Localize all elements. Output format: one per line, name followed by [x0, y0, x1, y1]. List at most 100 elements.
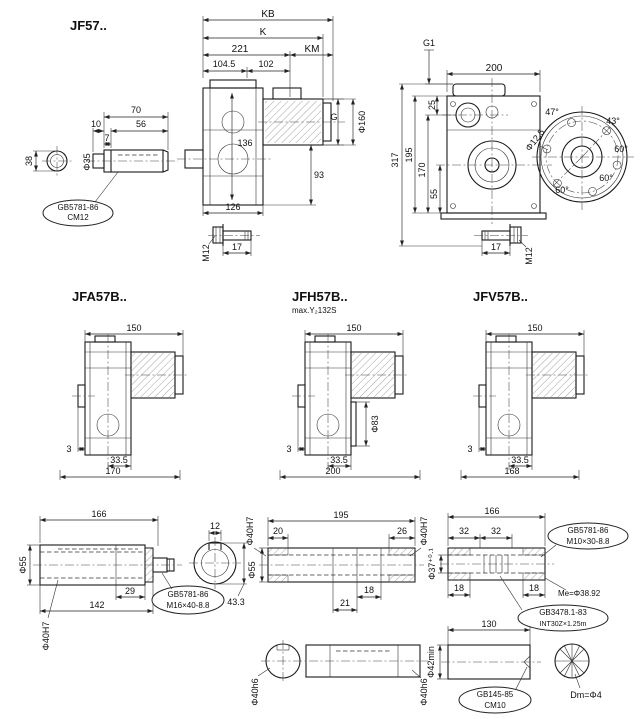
callout-spline-line1: GB3478.1-83: [539, 608, 587, 617]
view-jfv57b: JFV57B.. 150 3: [460, 289, 589, 480]
side-flange-geometry: [532, 106, 634, 210]
dm-dim-20: 20: [273, 526, 283, 536]
dm-dim-phi40h7-right: Φ40H7: [419, 517, 429, 546]
dim-g1: G1: [423, 38, 435, 48]
detail-middle-solid-shaft: [257, 640, 428, 682]
jfa-dim-170: 170: [105, 466, 120, 476]
angle-60b: 60°: [599, 173, 613, 183]
detail-left-section-circle: [189, 530, 247, 597]
jfv-geometry: [460, 330, 589, 480]
angle-47: 47°: [545, 107, 559, 117]
dl-dim-166: 166: [91, 509, 106, 519]
view-jfh57b: JFH57B.. max.Y₂132S: [279, 289, 421, 480]
dim-km: KM: [305, 44, 320, 55]
callout-spline-line2: INT30Z×1.25m: [540, 621, 587, 628]
jfa-dim-3: 3: [66, 444, 71, 454]
detail-shaft-right: 166 32 32 GB5781-86 M10×30-8.8 Φ37⁺⁰·¹ 1…: [426, 506, 629, 714]
jfa-geometry: [59, 330, 188, 480]
dim-38: 38: [24, 156, 34, 166]
dim-102: 102: [258, 59, 273, 69]
callout-balloon-spline: [517, 604, 609, 632]
dr-dim-18a: 18: [454, 583, 464, 593]
dr-dim-phi37: Φ37⁺⁰·¹: [427, 548, 437, 580]
dm-dim-phi40h7-left: Φ40H7: [245, 517, 255, 546]
callout-m16-line2: M16×40-8.8: [167, 601, 210, 610]
dr-dim-32a: 32: [459, 526, 469, 536]
series-title-jf57: JF57..: [70, 18, 107, 33]
jfh-note: max.Y₂132S: [292, 306, 336, 315]
dim-m12-front: M12: [201, 244, 211, 262]
view-jf57-front: KB K 221 KM 104.5 102 G Φ160 136 93 126: [177, 9, 367, 262]
jfv-dim-3: 3: [467, 444, 472, 454]
jfa-dim-33-5: 33.5: [110, 455, 128, 465]
series-title-jfa57b: JFA57B..: [72, 289, 127, 304]
dm-dim-phi40h6-left: Φ40h6: [250, 678, 260, 705]
dim-200: 200: [486, 63, 503, 74]
dl-dim-phi40h7: Φ40H7: [41, 622, 51, 651]
jfh-dim-150: 150: [346, 323, 361, 333]
callout-balloon-cm10: [458, 686, 532, 714]
detail-shaft-middle: 195 20 26 Φ40H7 Φ40H7 Φ55 18 21 Φ40h6 Φ4…: [245, 510, 429, 706]
dm-dim-phi55: Φ55: [247, 561, 257, 578]
dm-dim-21: 21: [340, 598, 350, 608]
front-body-geometry: [177, 79, 345, 206]
angle-43: 43°: [606, 116, 620, 126]
dim-126: 126: [225, 202, 240, 212]
callout-cm10-line1: GB145-85: [477, 690, 514, 699]
dim-17-side: 17: [491, 242, 501, 252]
callout-m16-line1: GB5781-86: [168, 590, 209, 599]
jfh-dim-200: 200: [325, 466, 340, 476]
side-mounting-bolt: [474, 224, 528, 256]
dim-kb: KB: [261, 9, 275, 20]
dr-dim-166: 166: [484, 506, 499, 516]
angle-60c: 60°: [555, 185, 569, 195]
jfh-dim-33-5: 33.5: [330, 455, 348, 465]
dr-dim-32b: 32: [491, 526, 501, 536]
callout-cm12-line2: CM12: [67, 213, 89, 222]
jfv-dim-168: 168: [504, 466, 519, 476]
view-jfa57b: JFA57B.. 150 3: [59, 289, 188, 480]
front-mounting-bolt: [208, 224, 260, 256]
dim-k: K: [260, 27, 267, 38]
detail-middle-geometry: [253, 517, 424, 613]
dim-g: G: [330, 112, 337, 122]
dim-55: 55: [429, 189, 439, 199]
callout-cm10-line2: CM10: [484, 701, 506, 710]
dim-m12-side: M12: [524, 247, 534, 265]
dim-317: 317: [390, 152, 400, 167]
jfa-dim-150: 150: [126, 323, 141, 333]
dl-dim-phi55: Φ55: [18, 556, 28, 573]
dim-104-5: 104.5: [213, 59, 236, 69]
dl-dim-43-3: 43.3: [227, 597, 245, 607]
dim-221: 221: [232, 44, 249, 55]
jfh-dim-phi83: Φ83: [370, 415, 380, 432]
dm-dim-phi40h6-right: Φ40h6: [419, 678, 429, 705]
jfv-dim-150: 150: [527, 323, 542, 333]
dl-dim-12: 12: [210, 521, 220, 531]
view-jf57-shaft-end: JF57.. 38 70 56 10 7 Φ35: [24, 18, 178, 227]
detail-right-geometry: [438, 513, 567, 598]
dm-dim-18: 18: [364, 585, 374, 595]
dr-dim-130: 130: [481, 619, 496, 629]
dim-17-front: 17: [232, 242, 242, 252]
front-extension-lines: [202, 16, 334, 101]
contact-pattern-circle: [554, 643, 590, 689]
jfv-dim-33-5: 33.5: [511, 455, 529, 465]
dr-dim-phi42min: Φ42min: [426, 646, 436, 678]
dm-dim-26: 26: [397, 526, 407, 536]
dr-dim-me: Me=Φ38.92: [558, 589, 601, 598]
dim-70: 70: [131, 105, 141, 115]
dim-56: 56: [136, 119, 146, 129]
dim-10: 10: [91, 119, 101, 129]
dim-phi35: Φ35: [82, 153, 92, 170]
dr-dim-dm: Dm=Φ4: [570, 690, 601, 700]
dl-dim-29: 29: [125, 586, 135, 596]
callout-balloon-cm12: [42, 199, 114, 227]
dm-dim-195: 195: [333, 510, 348, 520]
dim-195: 195: [404, 147, 414, 162]
callout-balloon-m10: [547, 522, 629, 550]
view-jf57-side: G1 200 25 317 195 170 55: [390, 38, 634, 265]
dim-170: 170: [417, 162, 427, 177]
dim-93: 93: [314, 170, 324, 180]
